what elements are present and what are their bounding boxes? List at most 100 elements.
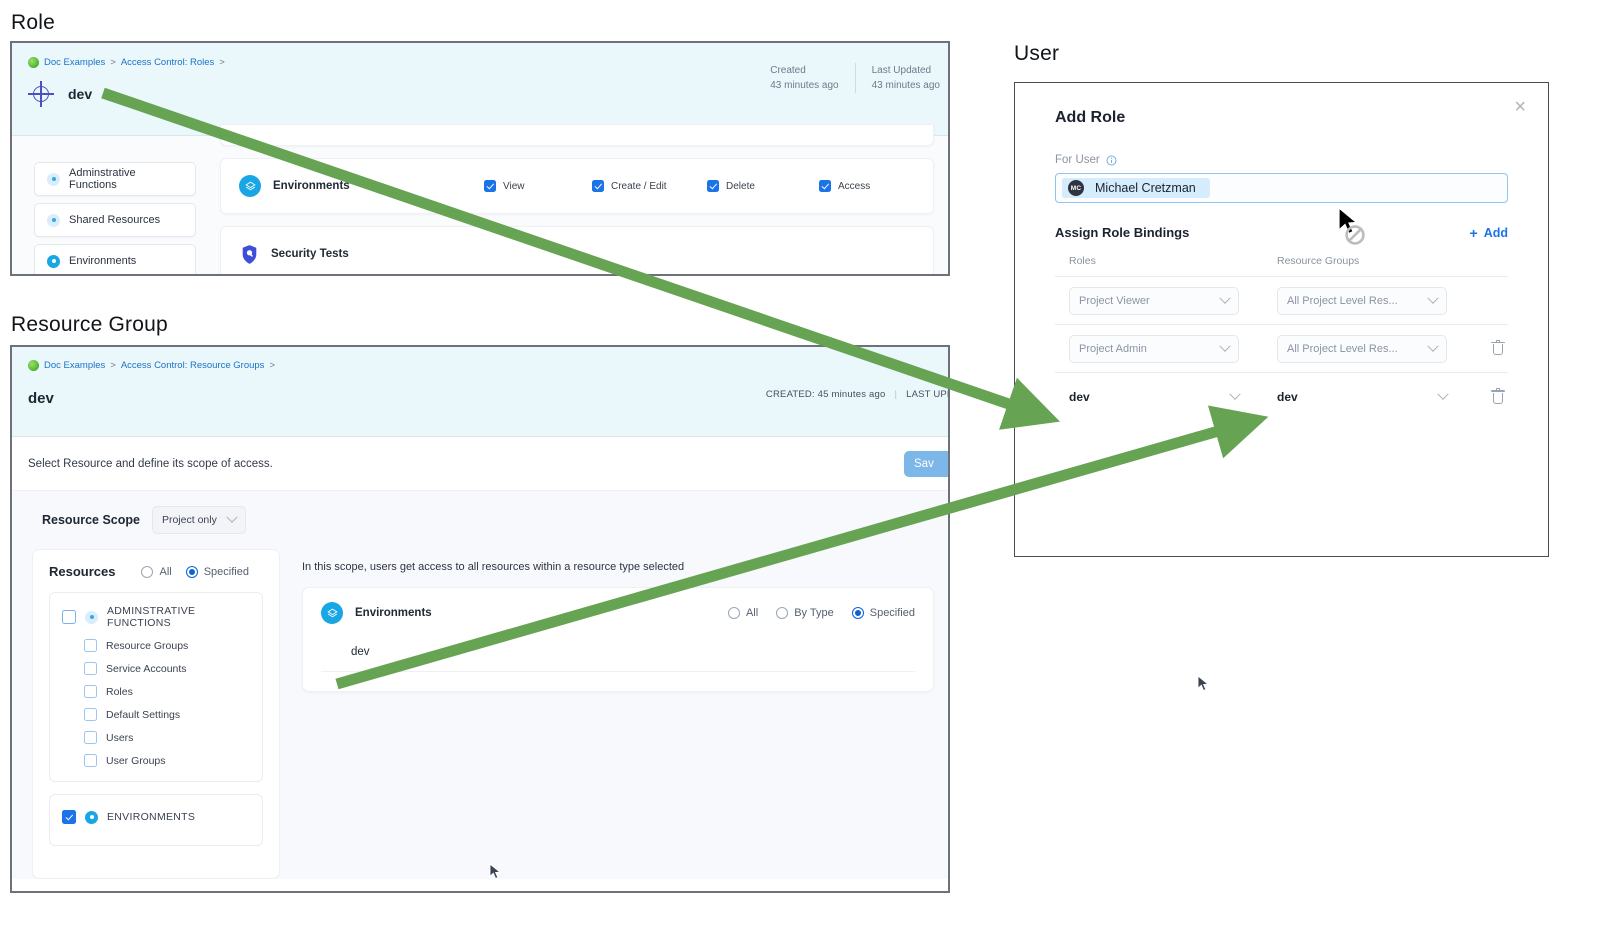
resources-panel: Resources All Specified ADMINSTRATIVE FU… bbox=[32, 549, 280, 879]
permission-row-name: Environments bbox=[273, 180, 350, 192]
permission-checkbox-create-edit[interactable]: Create / Edit bbox=[592, 180, 707, 192]
checkbox-icon[interactable] bbox=[484, 180, 496, 192]
default-cursor bbox=[1197, 675, 1210, 698]
divider bbox=[321, 671, 915, 672]
radio-label: Specified bbox=[203, 565, 249, 578]
permission-row-security-tests[interactable]: Security Tests bbox=[220, 226, 934, 274]
radio-icon[interactable] bbox=[727, 607, 740, 619]
breadcrumb-section[interactable]: Access Control: Roles bbox=[120, 57, 215, 68]
checkbox-icon[interactable] bbox=[62, 810, 76, 824]
sidebar-item-adminstrative-functions[interactable]: Adminstrative Functions bbox=[34, 162, 196, 196]
chevron-down-icon bbox=[1427, 340, 1439, 352]
add-label: Add bbox=[1483, 225, 1508, 240]
page-title: dev bbox=[28, 390, 54, 407]
checkbox-icon[interactable] bbox=[819, 180, 831, 192]
scope-radio-specified[interactable]: Specified bbox=[851, 607, 915, 619]
breadcrumb-section[interactable]: Access Control: Resource Groups bbox=[120, 360, 265, 371]
breadcrumb-root[interactable]: Doc Examples bbox=[44, 360, 106, 371]
for-user-input[interactable]: MC Michael Cretzman bbox=[1055, 173, 1508, 203]
sidebar-item-environments[interactable]: Environments bbox=[34, 244, 196, 274]
permission-checkbox-delete[interactable]: Delete bbox=[707, 180, 819, 192]
resource-scope-select[interactable]: Project only bbox=[151, 506, 246, 534]
meta-updated-label: Last Updated bbox=[871, 65, 932, 76]
resource-item-roles[interactable]: Roles bbox=[84, 685, 250, 698]
radio-icon[interactable] bbox=[851, 607, 864, 619]
leaf-icon bbox=[28, 57, 39, 68]
plus-icon: + bbox=[1469, 224, 1478, 241]
breadcrumb-root[interactable]: Doc Examples bbox=[44, 57, 106, 68]
checkbox-icon[interactable] bbox=[62, 610, 76, 624]
radio-icon[interactable] bbox=[185, 565, 198, 578]
radio-icon[interactable] bbox=[776, 607, 789, 619]
checkbox-icon[interactable] bbox=[84, 639, 97, 652]
radio-icon[interactable] bbox=[141, 565, 154, 578]
checkbox-icon[interactable] bbox=[84, 662, 97, 675]
permission-checkbox-access[interactable]: Access bbox=[819, 180, 915, 192]
meta-updated: Last Updated 43 minutes ago bbox=[856, 63, 940, 93]
close-icon[interactable]: × bbox=[1514, 96, 1526, 118]
checkbox-icon[interactable] bbox=[84, 754, 97, 767]
group-header[interactable]: ADMINSTRATIVE FUNCTIONS bbox=[62, 605, 250, 629]
resource-item-default-settings[interactable]: Default Settings bbox=[84, 708, 250, 721]
resources-radio-specified[interactable]: Specified bbox=[185, 565, 249, 578]
role-header-band: Doc Examples > Access Control: Roles > d… bbox=[12, 43, 948, 136]
resources-radio-all[interactable]: All bbox=[141, 565, 172, 578]
checkbox-icon[interactable] bbox=[84, 708, 97, 721]
scope-radio-all[interactable]: All bbox=[727, 607, 758, 619]
sidebar-item-label: Adminstrative Functions bbox=[69, 167, 136, 191]
role-value: Project Admin bbox=[1079, 342, 1147, 355]
resource-group-value: All Project Level Res... bbox=[1287, 342, 1398, 355]
delete-binding-button[interactable] bbox=[1491, 388, 1505, 405]
radio-label: All bbox=[159, 565, 172, 578]
resource-group-select[interactable]: All Project Level Res... bbox=[1277, 286, 1447, 315]
role-select[interactable]: Project Admin bbox=[1069, 334, 1239, 363]
delete-binding-button[interactable] bbox=[1491, 339, 1505, 357]
role-select[interactable]: Project Viewer bbox=[1069, 286, 1239, 315]
permission-label: Create / Edit bbox=[611, 180, 667, 192]
breadcrumb-separator-2: > bbox=[219, 57, 225, 68]
resource-item-resource-groups[interactable]: Resource Groups bbox=[84, 639, 250, 652]
checkbox-icon[interactable] bbox=[84, 731, 97, 744]
user-screenshot-card: × Add Role For User MC Michael Cretzman … bbox=[1014, 82, 1549, 557]
chevron-down-icon bbox=[1437, 388, 1449, 400]
scope-item-dev[interactable]: dev bbox=[351, 646, 370, 658]
add-binding-button[interactable]: + Add bbox=[1470, 226, 1509, 240]
group-header[interactable]: ENVIRONMENTS bbox=[62, 810, 250, 824]
leaf-icon bbox=[28, 360, 39, 371]
breadcrumb-separator: > bbox=[110, 57, 116, 68]
save-button[interactable]: Sav bbox=[904, 450, 948, 477]
environments-icon bbox=[239, 175, 261, 197]
resource-scope-row: Resource Scope Project only bbox=[12, 491, 948, 549]
checkbox-icon[interactable] bbox=[707, 180, 719, 192]
scope-radio-by-type[interactable]: By Type bbox=[776, 607, 834, 619]
resource-item-users[interactable]: Users bbox=[84, 731, 250, 744]
resource-item-user-groups[interactable]: User Groups bbox=[84, 754, 250, 767]
breadcrumb[interactable]: Doc Examples > Access Control: Resource … bbox=[28, 360, 932, 371]
checkbox-icon[interactable] bbox=[84, 685, 97, 698]
rg-instruction-strip: Select Resource and define its scope of … bbox=[12, 437, 948, 491]
column-header-resource-groups: Resource Groups bbox=[1277, 255, 1360, 267]
resource-group-select[interactable]: dev bbox=[1277, 388, 1449, 404]
chevron-down-icon bbox=[1219, 340, 1231, 352]
resource-group-select[interactable]: All Project Level Res... bbox=[1277, 334, 1447, 363]
role-target-icon bbox=[28, 81, 54, 107]
binding-row: Project Admin All Project Level Res... bbox=[1055, 325, 1508, 373]
permission-row-environments[interactable]: Environments View Create / Edit Delete bbox=[220, 158, 934, 214]
bindings-column-headers: Roles Resource Groups bbox=[1055, 255, 1508, 277]
resource-item-service-accounts[interactable]: Service Accounts bbox=[84, 662, 250, 675]
resource-scope-value: Project only bbox=[161, 514, 217, 526]
checkbox-icon[interactable] bbox=[592, 180, 604, 192]
bindings-title: Assign Role Bindings bbox=[1055, 225, 1190, 240]
group-label: ADMINSTRATIVE FUNCTIONS bbox=[107, 605, 196, 629]
for-user-label: For User bbox=[1055, 154, 1100, 166]
info-icon[interactable] bbox=[1106, 155, 1117, 166]
role-select[interactable]: dev bbox=[1069, 388, 1241, 404]
section-caption-role: Role bbox=[11, 11, 55, 34]
user-chip[interactable]: MC Michael Cretzman bbox=[1062, 178, 1210, 198]
sidebar-item-shared-resources[interactable]: Shared Resources bbox=[34, 203, 196, 237]
breadcrumb[interactable]: Doc Examples > Access Control: Roles > bbox=[28, 57, 932, 68]
meta-created: Created 43 minutes ago bbox=[770, 63, 856, 93]
breadcrumb-separator: > bbox=[110, 360, 116, 371]
permission-row-name: Security Tests bbox=[271, 248, 349, 260]
permission-checkbox-view[interactable]: View bbox=[484, 180, 592, 192]
